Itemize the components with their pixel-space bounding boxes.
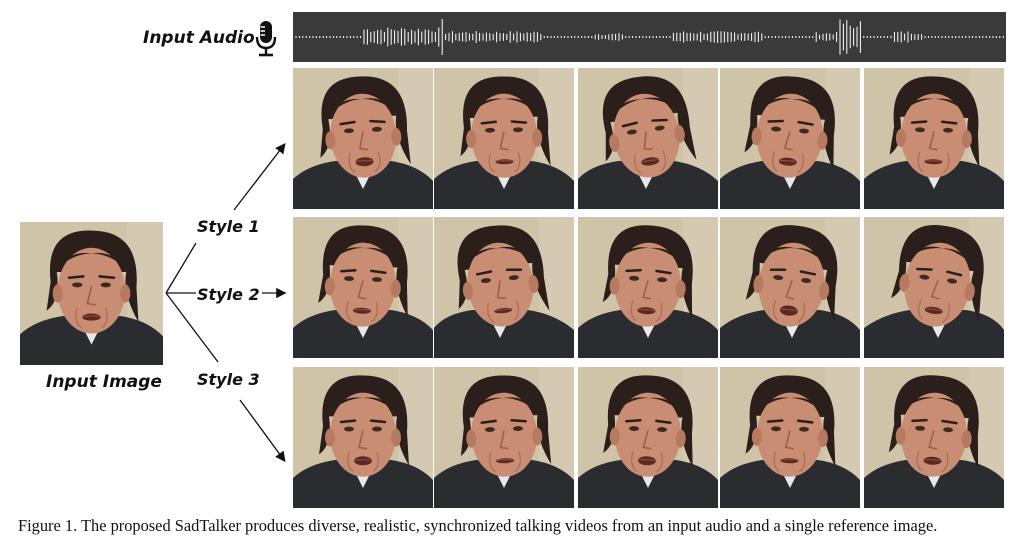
output-frame bbox=[434, 68, 574, 209]
microphone-icon bbox=[255, 21, 277, 57]
output-frame bbox=[434, 367, 574, 508]
output-frame bbox=[720, 217, 860, 358]
style-2-label: Style 2 bbox=[197, 285, 260, 304]
figure-caption: Figure 1. The proposed SadTalker produce… bbox=[18, 516, 938, 535]
audio-waveform bbox=[293, 12, 1006, 62]
input-audio-label: Input Audio bbox=[143, 28, 255, 48]
output-frame bbox=[720, 68, 860, 209]
output-frame bbox=[293, 217, 433, 358]
output-frame bbox=[578, 367, 718, 508]
input-image-label: Input Image bbox=[46, 372, 162, 392]
style-arrows bbox=[165, 142, 287, 463]
output-frame bbox=[864, 367, 1004, 508]
input-image bbox=[20, 222, 163, 365]
output-frame bbox=[434, 217, 574, 358]
output-frame bbox=[864, 68, 1004, 209]
output-frame bbox=[578, 217, 718, 358]
output-frame bbox=[578, 68, 718, 209]
output-frame bbox=[720, 367, 860, 508]
style-1-label: Style 1 bbox=[197, 217, 260, 236]
output-frame bbox=[293, 68, 433, 209]
output-frame bbox=[864, 217, 1004, 358]
output-frame bbox=[293, 367, 433, 508]
style-3-label: Style 3 bbox=[197, 370, 260, 389]
